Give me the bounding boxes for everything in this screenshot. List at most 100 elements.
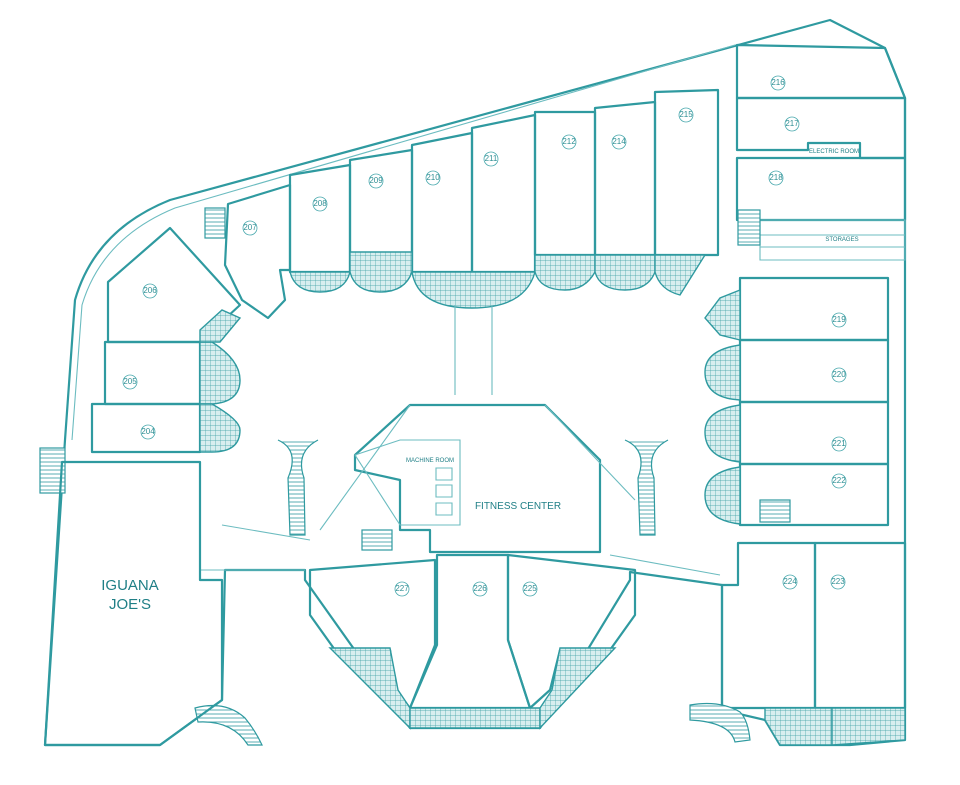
iguana-joes-label: IGUANA: [101, 577, 159, 594]
unit-217-outline: [735, 96, 907, 160]
unit-205-marker[interactable]: 205: [122, 374, 138, 390]
building-outline: [43, 18, 907, 747]
electric-room-label: ELECTRIC ROOM: [809, 149, 859, 155]
unit-223-marker[interactable]: 223: [830, 574, 846, 590]
svg-text:222: 222: [832, 476, 846, 485]
left-hatch: [199, 341, 241, 405]
unit-215-outline: [653, 88, 720, 257]
svg-text:218: 218: [769, 173, 783, 182]
svg-text:226: 226: [473, 584, 487, 593]
svg-text:205: 205: [123, 377, 137, 386]
hatch-223: [831, 707, 906, 746]
hatch-215: [654, 254, 707, 296]
unit-224-outline: [720, 541, 817, 710]
outer-thin-line: [71, 44, 736, 441]
stair-fitness: [361, 529, 393, 551]
left-hatch-2: [199, 403, 241, 453]
unit-217-marker[interactable]: 217: [784, 116, 800, 132]
unit-216-marker[interactable]: 216: [770, 75, 786, 91]
storages-label: STORAGES: [825, 237, 858, 243]
corridor-lines: [200, 305, 721, 576]
unit-208-marker[interactable]: 208: [312, 196, 328, 212]
unit-207-marker[interactable]: 207: [242, 220, 258, 236]
machine-room-label: MACHINE ROOM: [406, 458, 454, 464]
unit-218-marker[interactable]: 218: [768, 170, 784, 186]
iguana-joes-outline: [43, 460, 224, 747]
svg-text:207: 207: [243, 223, 257, 232]
stair-bottom-left: [194, 705, 263, 746]
unit-209-marker[interactable]: 209: [368, 173, 384, 189]
right-hatch-1: [704, 288, 741, 341]
unit-211-marker[interactable]: 211: [483, 151, 499, 167]
unit-224-marker[interactable]: 224: [782, 574, 798, 590]
unit-208-outline: [288, 163, 352, 274]
unit-226-outline: [408, 553, 532, 710]
unit-216-outline: [735, 43, 907, 100]
machine-room-outline: [354, 439, 461, 526]
hatch-208: [289, 271, 351, 293]
right-hatch-2: [704, 344, 741, 401]
storages-outline: [759, 219, 906, 261]
svg-text:221: 221: [832, 439, 846, 448]
unit-225-marker[interactable]: 225: [522, 581, 538, 597]
unit-210-marker[interactable]: 210: [425, 170, 441, 186]
unit-212-outline: [533, 110, 597, 257]
unit-212-marker[interactable]: 212: [561, 134, 577, 150]
unit-214-outline: [593, 100, 657, 257]
iguana-joes-label-2: JOE'S: [109, 596, 151, 613]
unit-221-outline: [738, 400, 890, 466]
svg-text:227: 227: [395, 584, 409, 593]
stair-top-left: [204, 207, 226, 239]
svg-text:220: 220: [832, 370, 846, 379]
unit-204-marker[interactable]: 204: [140, 424, 156, 440]
unit-214-marker[interactable]: 214: [611, 134, 627, 150]
unit-219-marker[interactable]: 219: [831, 312, 847, 328]
hatch-214: [594, 254, 656, 291]
unit-218-outline: [735, 156, 907, 222]
hatch-226: [409, 707, 541, 729]
stair-222: [759, 499, 791, 523]
right-hatch-3: [704, 404, 741, 463]
hatch-225: [539, 647, 617, 730]
unit-215-marker[interactable]: 215: [678, 107, 694, 123]
unit-226-marker[interactable]: 226: [472, 581, 488, 597]
svg-text:212: 212: [562, 137, 576, 146]
unit-219-outline: [738, 276, 890, 342]
svg-text:223: 223: [831, 577, 845, 586]
svg-text:214: 214: [612, 137, 626, 146]
unit-206-marker[interactable]: 206: [142, 283, 158, 299]
stair-right-center: [624, 439, 669, 536]
stair-right-upper: [737, 209, 761, 246]
svg-text:204: 204: [141, 427, 155, 436]
unit-211-outline: [470, 113, 537, 274]
unit-227-marker[interactable]: 227: [394, 581, 410, 597]
stair-bottom-right: [689, 702, 751, 743]
svg-text:206: 206: [143, 286, 157, 295]
svg-text:224: 224: [783, 577, 797, 586]
stair-left-center: [277, 439, 319, 536]
hatch-224: [764, 707, 833, 746]
unit-220-marker[interactable]: 220: [831, 367, 847, 383]
hatch-212: [534, 254, 596, 291]
unit-222-marker[interactable]: 222: [831, 473, 847, 489]
svg-text:210: 210: [426, 173, 440, 182]
unit-210-outline: [410, 131, 474, 274]
svg-text:217: 217: [785, 119, 799, 128]
svg-text:225: 225: [523, 584, 537, 593]
fitness-center-outline: [353, 403, 602, 554]
svg-text:209: 209: [369, 176, 383, 185]
svg-text:216: 216: [771, 78, 785, 87]
right-hatch-4: [704, 466, 741, 525]
hatch-227: [328, 647, 411, 730]
hatch-209: [349, 251, 413, 293]
unit-205-outline: [103, 340, 202, 406]
svg-text:219: 219: [832, 315, 846, 324]
hatch-210-211: [411, 271, 536, 309]
svg-text:215: 215: [679, 110, 693, 119]
unit-221-marker[interactable]: 221: [831, 436, 847, 452]
left-hatch-3: [199, 309, 242, 343]
fitness-center-label: FITNESS CENTER: [475, 501, 561, 512]
unit-223-outline: [813, 541, 907, 710]
svg-text:211: 211: [485, 154, 498, 163]
